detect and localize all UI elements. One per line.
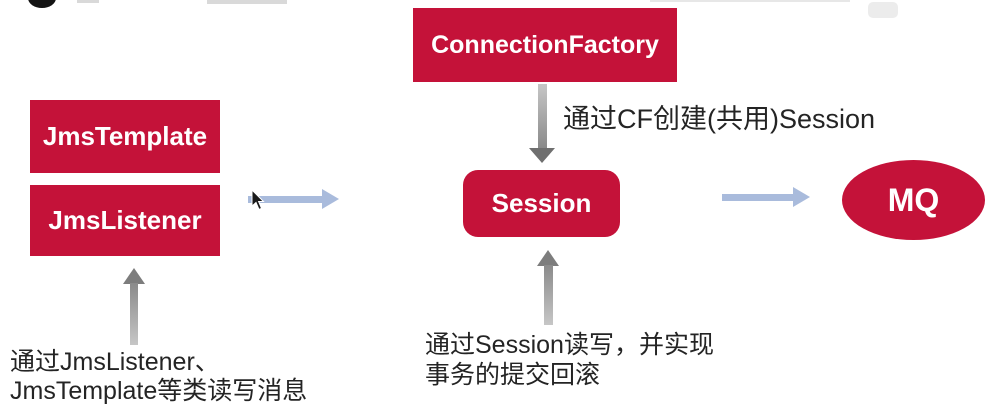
annotation-cf-to-session: 通过CF创建(共用)Session: [563, 104, 876, 134]
mouse-cursor-icon: [251, 190, 265, 211]
arrow-shaft: [130, 283, 138, 345]
arrow-shaft: [544, 265, 553, 325]
arrow-shaft: [722, 194, 793, 201]
cropped-artifact-line: [650, 0, 850, 2]
cropped-artifact-blob: [868, 2, 898, 18]
cropped-artifact-crescent: [28, 0, 56, 8]
node-connection-factory-label: ConnectionFactory: [431, 30, 659, 59]
arrow-head-up-icon: [123, 268, 145, 284]
cropped-artifact-mark: [77, 0, 99, 3]
annotation-jms-usage: 通过JmsListener、 JmsTemplate等类读写消息: [10, 348, 307, 406]
node-jms-template: JmsTemplate: [30, 100, 220, 173]
arrow-head-down-icon: [529, 148, 555, 163]
annotation-session-usage-line2: 事务的提交回滚: [425, 361, 601, 389]
node-mq: MQ: [842, 160, 985, 240]
arrow-head-right-icon: [793, 187, 810, 207]
annotation-jms-usage-line2: JmsTemplate等类读写消息: [10, 377, 308, 405]
arrow-shaft: [248, 196, 322, 203]
node-jms-template-label: JmsTemplate: [42, 121, 208, 151]
node-mq-label: MQ: [887, 181, 940, 218]
node-jms-listener: JmsListener: [30, 185, 220, 256]
arrow-head-right-icon: [322, 189, 339, 209]
node-session-label: Session: [491, 188, 592, 218]
node-jms-listener-label: JmsListener: [48, 205, 202, 235]
arrow-shaft: [538, 84, 547, 148]
annotation-session-usage: 通过Session读写，并实现 事务的提交回滚: [425, 330, 714, 390]
annotation-session-usage-line1: 通过Session读写，并实现: [425, 331, 714, 359]
arrow-head-up-icon: [537, 250, 559, 266]
node-session: Session: [463, 170, 620, 237]
annotation-jms-usage-line1: 通过JmsListener、: [10, 348, 220, 376]
node-connection-factory: ConnectionFactory: [413, 8, 677, 82]
cropped-artifact-mark: [207, 0, 287, 4]
